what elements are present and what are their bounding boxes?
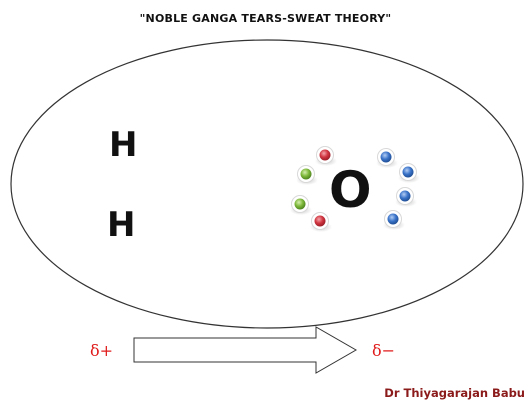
hydrogen-atom-top: H [109, 125, 137, 165]
polarity-arrow [133, 326, 358, 374]
diagram-title: "NOBLE GANGA TEARS-SWEAT THEORY" [139, 12, 392, 25]
electron-core [380, 151, 392, 163]
electron-blue-8 [383, 210, 405, 230]
molecule-boundary [10, 39, 524, 329]
electron-green-6 [290, 195, 312, 215]
author-credit: Dr Thiyagarajan Babu [384, 386, 525, 400]
electron-core [314, 215, 326, 227]
electron-blue-4 [398, 163, 420, 183]
oxygen-electrons [290, 146, 420, 232]
partial-negative-charge: δ− [372, 341, 395, 360]
electron-red-1 [315, 146, 337, 166]
electron-blue-2 [376, 148, 398, 168]
electron-core [399, 190, 411, 202]
electron-core [294, 198, 306, 210]
oxygen-atom: O [329, 161, 372, 219]
electron-core [319, 149, 331, 161]
partial-positive-charge: δ+ [90, 341, 113, 360]
electron-red-7 [310, 212, 332, 232]
electron-core [300, 168, 312, 180]
electron-core [402, 166, 414, 178]
electron-blue-5 [395, 187, 417, 207]
electron-green-3 [296, 165, 318, 185]
hydrogen-atom-bottom: H [107, 205, 135, 245]
electron-core [387, 213, 399, 225]
